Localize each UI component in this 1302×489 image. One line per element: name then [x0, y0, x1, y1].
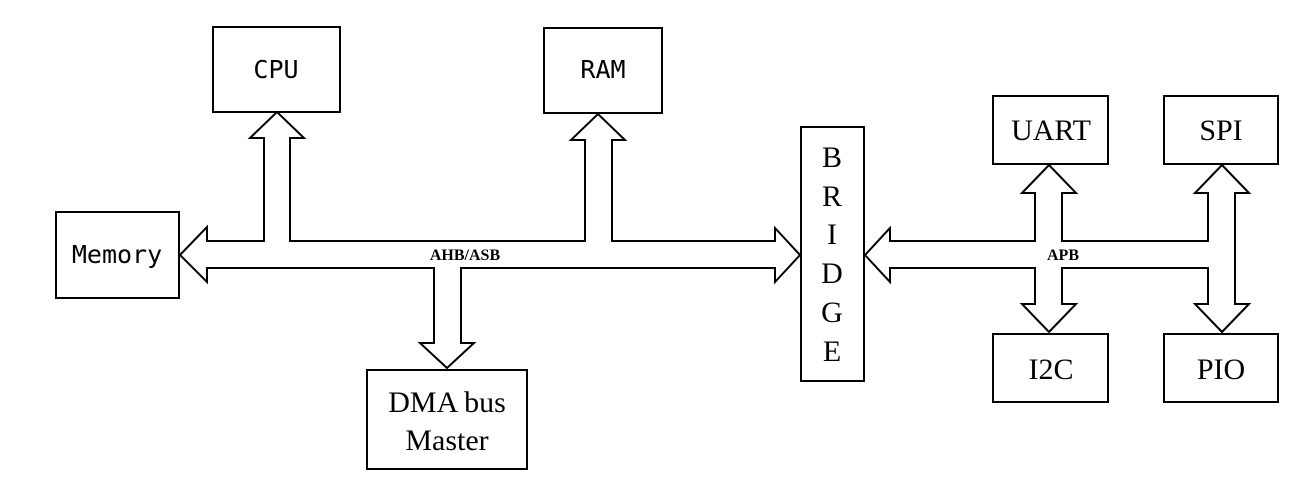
apb-bus-arrow [863, 163, 1252, 334]
pio-block: PIO [1163, 333, 1279, 403]
spi-label: SPI [1199, 114, 1242, 147]
uart-block: UART [992, 95, 1109, 165]
apb-bus-label: APB [1047, 247, 1079, 264]
ahb-bus-arrow [178, 110, 802, 370]
bridge-letter-r: R [822, 180, 842, 213]
bridge-letter-i: I [827, 218, 837, 251]
dma-label-line1: DMA bus [388, 386, 506, 419]
bridge-letter-d: D [821, 257, 843, 290]
ahb-bus-label: AHB/ASB [430, 247, 501, 264]
bridge-block: B R I D G E [800, 126, 865, 382]
dma-bus-master-block: DMA bus Master [366, 369, 528, 470]
ram-label: RAM [580, 55, 625, 84]
bridge-letter-e: E [823, 335, 841, 368]
cpu-label: CPU [253, 55, 298, 84]
spi-block: SPI [1163, 95, 1279, 165]
cpu-block: CPU [212, 26, 341, 113]
memory-block: Memory [55, 211, 180, 299]
memory-label: Memory [72, 240, 162, 269]
uart-label: UART [1011, 114, 1091, 147]
dma-label-line2: Master [405, 424, 488, 457]
bridge-letter-g: G [821, 296, 843, 329]
bridge-letter-b: B [822, 141, 842, 174]
i2c-label: I2C [1029, 353, 1074, 386]
pio-label: PIO [1197, 353, 1245, 386]
i2c-block: I2C [992, 333, 1109, 403]
ram-block: RAM [543, 27, 663, 114]
